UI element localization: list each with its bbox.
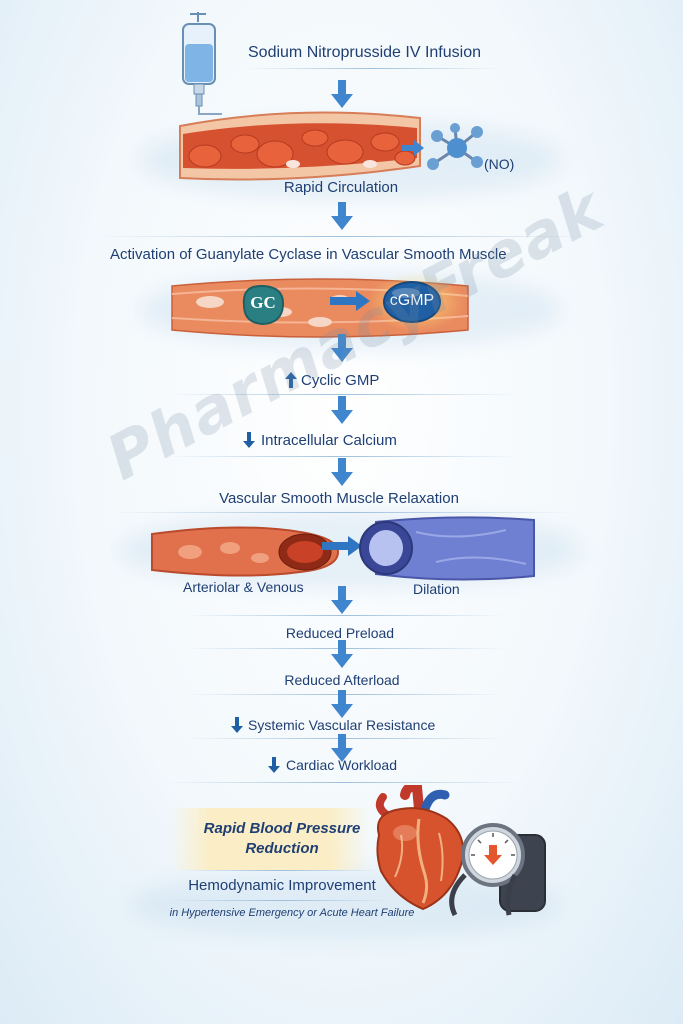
down-arrow-icon [331, 80, 353, 108]
step-relaxation: Vascular Smooth Muscle Relaxation [219, 490, 459, 507]
dilated-vessel-image [359, 516, 535, 581]
divider [180, 870, 380, 871]
down-arrow-icon [331, 690, 353, 718]
step-reduced-afterload: Reduced Afterload [284, 672, 400, 688]
bp-reduction-line2: Reduction [245, 840, 319, 857]
hemodynamic-label: Hemodynamic Improvement [188, 877, 376, 894]
divider [165, 394, 520, 395]
no-label: (NO) [484, 156, 515, 172]
gc-label: GC [250, 293, 276, 312]
dilation-label: Dilation [413, 581, 460, 597]
outcome-banner [170, 808, 370, 870]
down-arrow-icon [331, 640, 353, 668]
divider [165, 456, 520, 457]
bp-reduction-line1: Rapid Blood Pressure [203, 820, 361, 837]
constricted-vessel-image [151, 526, 340, 577]
arteriolar-venous-label: Arteriolar & Venous [183, 579, 304, 595]
blood-pressure-gauge-icon [449, 823, 546, 917]
cgmp-label: cGMP [389, 292, 435, 309]
down-arrow-icon [331, 396, 353, 424]
step-rapid-circulation: Rapid Circulation [283, 179, 399, 196]
step-cyclic-gmp: Cyclic GMP [301, 372, 380, 389]
step-activation: Activation of Guanylate Cyclase in Vascu… [110, 246, 507, 263]
divider [95, 236, 590, 237]
step-title: Sodium Nitroprusside IV Infusion [248, 44, 481, 61]
step-reduced-preload: Reduced Preload [285, 625, 395, 641]
indication-label: in Hypertensive Emergency or Acute Heart… [169, 907, 415, 919]
divider [110, 512, 575, 513]
divider [165, 782, 520, 783]
down-arrow-icon [331, 586, 353, 614]
step-intracellular-calcium: Intracellular Calcium [261, 432, 397, 449]
divider [170, 900, 390, 901]
step-cardiac-workload: Cardiac Workload [286, 757, 398, 773]
right-arrow-icon [402, 140, 424, 156]
down-small-arrow-icon [243, 432, 255, 448]
step-svr: Systemic Vascular Resistance [248, 717, 436, 733]
nitric-oxide-molecule-icon [427, 123, 483, 170]
down-arrow-icon [331, 734, 353, 762]
up-arrow-icon [285, 372, 297, 388]
guanylate-cyclase-icon [242, 284, 285, 326]
iv-bag-icon [182, 12, 222, 115]
right-arrow-icon [322, 536, 362, 556]
down-arrow-icon [331, 334, 353, 362]
blood-vessel-image [179, 111, 421, 181]
cgmp-molecule-icon [383, 281, 441, 323]
down-small-arrow-icon [231, 717, 243, 733]
down-arrow-icon [331, 202, 353, 230]
right-arrow-icon [330, 291, 370, 311]
down-small-arrow-icon [268, 757, 280, 773]
divider [245, 68, 500, 69]
divider [185, 615, 505, 616]
heart-icon [375, 785, 465, 911]
down-arrow-icon [331, 458, 353, 486]
